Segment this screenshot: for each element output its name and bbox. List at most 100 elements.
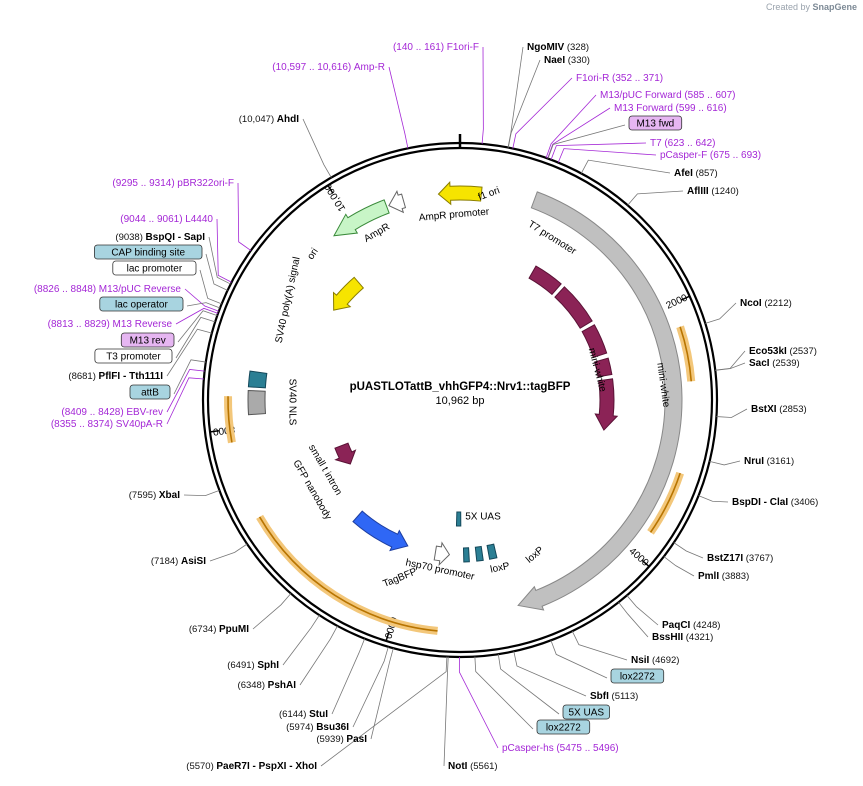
- site-label-pmli[interactable]: PmlI (3883): [698, 571, 749, 582]
- site-label-paer7i[interactable]: (5570) PaeR7I - PspXI - XhoI: [186, 761, 317, 772]
- leader-line: [545, 94, 597, 158]
- uas-lox-block: [462, 547, 470, 563]
- label-part: BssHII: [652, 632, 683, 643]
- mini-white-segment[interactable]: [581, 324, 608, 358]
- site-label-m13fwd-box[interactable]: M13 fwd: [628, 115, 683, 131]
- leader-line: [571, 630, 628, 661]
- site-label-sbfi[interactable]: SbfI (5113): [590, 691, 638, 702]
- label-part: (9038): [115, 232, 142, 243]
- site-label-capsite[interactable]: CAP binding site: [94, 244, 203, 260]
- site-label-bstxi[interactable]: BstXI (2853): [751, 404, 807, 415]
- mini-white-segment[interactable]: [554, 286, 593, 329]
- site-label-text: (9295 .. 9314) pBR322ori-F: [112, 178, 234, 189]
- leader-line: [237, 182, 252, 251]
- site-label-pcasper-hs[interactable]: pCasper-hs (5475 .. 5496): [502, 743, 619, 754]
- label-part: (3767): [746, 553, 773, 564]
- site-label-attb[interactable]: attB: [129, 384, 171, 400]
- leader-line: [184, 288, 219, 312]
- leader-line: [186, 302, 221, 309]
- leader-line: [557, 148, 657, 163]
- ampr-promoter-feature[interactable]: [388, 190, 407, 214]
- site-label-t7[interactable]: T7 (623 .. 642): [650, 138, 715, 149]
- label-part: (1240): [711, 186, 738, 197]
- site-label-amp-r[interactable]: (10,597 .. 10,616) Amp-R: [272, 62, 385, 73]
- ori-feature[interactable]: [332, 276, 365, 311]
- site-label-m13puc-rev[interactable]: (8826 .. 8848) M13/pUC Reverse: [34, 284, 182, 295]
- site-label-bsshii[interactable]: BssHII (4321): [652, 632, 713, 643]
- leader-line: [663, 556, 695, 577]
- site-label-asisi[interactable]: (7184) AsiSI: [151, 556, 206, 567]
- site-label-ahdi[interactable]: (10,047) AhdI: [239, 114, 299, 125]
- site-label-f1ori-f[interactable]: (140 .. 161) F1ori-F: [393, 42, 479, 53]
- f1-ori-feature[interactable]: [437, 181, 483, 206]
- site-label-bstz17i[interactable]: BstZ17I (3767): [707, 553, 773, 564]
- site-label-t3prom[interactable]: T3 promoter: [94, 348, 173, 364]
- site-label-text: BstZ17I (3767): [707, 553, 773, 564]
- site-label-pshai[interactable]: (6348) PshAI: [238, 680, 297, 691]
- site-label-naei[interactable]: NaeI (330): [544, 55, 590, 66]
- leader-line: [547, 124, 626, 159]
- site-label-stui[interactable]: (6144) StuI: [279, 709, 328, 720]
- site-label-lacop[interactable]: lac operator: [99, 296, 184, 312]
- tagbfp-feature[interactable]: [352, 510, 409, 552]
- label-part: F1ori-R: [576, 73, 609, 84]
- site-label-bspqi[interactable]: (9038) BspQI - SapI: [115, 232, 205, 243]
- site-label-bspdi[interactable]: BspDI - ClaI (3406): [732, 497, 818, 508]
- gfp-nanobody-feature[interactable]: [334, 442, 357, 465]
- site-label-5xuas-box[interactable]: 5X UAS: [562, 704, 610, 720]
- label-part: -: [761, 497, 770, 508]
- site-label-nsii[interactable]: NsiI (4692): [631, 655, 679, 666]
- mini-white-segment[interactable]: [594, 378, 619, 431]
- mini-white-outer-feature[interactable]: [517, 191, 683, 611]
- site-label-f1ori-r[interactable]: F1ori-R (352 .. 371): [576, 73, 663, 84]
- site-label-pcasper-f[interactable]: pCasper-F (675 .. 693): [660, 150, 761, 161]
- site-label-text: NaeI (330): [544, 55, 590, 66]
- five-x-uas-label: 5X UAS: [465, 512, 501, 523]
- site-label-ppumi[interactable]: (6734) PpuMI: [189, 624, 249, 635]
- label-part: BstXI: [751, 404, 777, 415]
- site-label-ngomiv[interactable]: NgoMIV (328): [527, 42, 589, 53]
- label-part: M13 Forward: [614, 103, 673, 114]
- site-label-m13-fwd[interactable]: M13 Forward (599 .. 616): [614, 103, 727, 114]
- mini-white-segment[interactable]: [528, 265, 562, 296]
- ampr-feature[interactable]: [333, 199, 390, 237]
- site-label-pbr322ori-f[interactable]: (9295 .. 9314) pBR322ori-F: [112, 178, 234, 189]
- site-label-l4440[interactable]: (9044 .. 9061) L4440: [120, 214, 213, 225]
- site-label-ncoi[interactable]: NcoI (2212): [740, 298, 792, 309]
- site-label-noti[interactable]: NotI (5561): [448, 761, 498, 772]
- label-part: (140 .. 161): [393, 42, 444, 53]
- site-label-bsu36i[interactable]: (5974) Bsu36I: [286, 722, 349, 733]
- site-label-sphi[interactable]: (6491) SphI: [227, 660, 279, 671]
- site-label-sv40pa-r[interactable]: (8355 .. 8374) SV40pA-R: [51, 419, 163, 430]
- site-label-saci[interactable]: SacI (2539): [749, 358, 800, 369]
- site-label-lacprom[interactable]: lac promoter: [112, 260, 197, 276]
- label-box-text: 5X UAS: [569, 708, 605, 719]
- site-label-text: NruI (3161): [744, 456, 794, 467]
- hsp70-promoter-feature[interactable]: [433, 541, 451, 567]
- site-label-afei[interactable]: AfeI (857): [674, 168, 718, 179]
- label-part: XhoI: [295, 761, 317, 772]
- label-part: StuI: [309, 709, 328, 720]
- site-label-xbai[interactable]: (7595) XbaI: [129, 490, 180, 501]
- site-label-ebv-rev[interactable]: (8409 .. 8428) EBV-rev: [61, 407, 163, 418]
- mini-white-segment[interactable]: [594, 357, 613, 378]
- tick-label: 2000: [665, 292, 690, 311]
- site-label-nrui[interactable]: NruI (3161): [744, 456, 794, 467]
- site-label-paqci[interactable]: PaqCI (4248): [662, 620, 720, 631]
- site-label-m13puc-fwd[interactable]: M13/pUC Forward (585 .. 607): [600, 90, 736, 101]
- label-part: -: [250, 761, 259, 772]
- label-part: (3161): [767, 456, 794, 467]
- site-label-m13-rev[interactable]: (8813 .. 8829) M13 Reverse: [48, 319, 173, 330]
- site-label-eco53ki[interactable]: Eco53kI (2537): [749, 346, 817, 357]
- site-label-text: (5570) PaeR7I - PspXI - XhoI: [186, 761, 317, 772]
- site-label-aflIII[interactable]: AflIII (1240): [687, 186, 739, 197]
- leader-line: [474, 656, 534, 730]
- site-label-m13rev-box[interactable]: M13 rev: [120, 332, 175, 348]
- site-label-pflfi[interactable]: (8681) PflFI - Tth111I: [68, 371, 163, 382]
- site-label-lox2272-a[interactable]: lox2272: [610, 668, 665, 684]
- plasmid-name: pUASTLOTattB_vhhGFP4::Nrv1::tagBFP: [350, 381, 571, 393]
- label-part: (5113): [612, 691, 639, 702]
- site-label-text: SacI (2539): [749, 358, 800, 369]
- site-label-lox2272-b[interactable]: lox2272: [536, 719, 591, 735]
- site-label-pasi[interactable]: (5939) PasI: [316, 734, 367, 745]
